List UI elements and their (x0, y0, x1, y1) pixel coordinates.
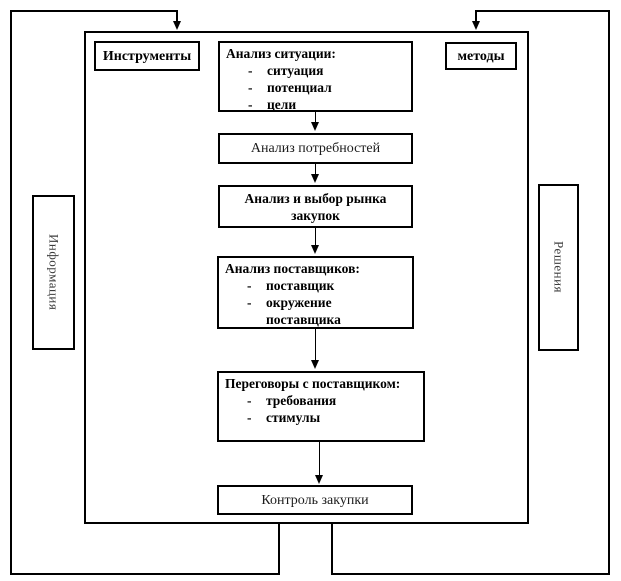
flow-box-title: Анализ ситуации: (226, 46, 336, 61)
decisions-label-box: Решения (538, 184, 579, 351)
bullet-text: требования (266, 393, 337, 408)
bullet-item: - требования (219, 392, 423, 409)
tools-box: Инструменты (94, 41, 200, 71)
entry-arrow-right-head (471, 21, 480, 30)
bullet-item: - поставщик (219, 277, 412, 294)
flow-arrow-5-shaft (318, 442, 320, 476)
bullet-dash: - (247, 295, 252, 310)
flow-box-market-selection: Анализ и выбор рынка закупок (218, 185, 413, 228)
methods-box: методы (445, 42, 517, 70)
bullet-dash: - (248, 80, 253, 95)
flow-arrow-4-head (310, 360, 319, 369)
flow-box-needs-analysis: Анализ потребностей (218, 133, 413, 164)
flow-box-title: Анализ поставщиков: (225, 261, 360, 276)
flow-box-supplier-negotiations: Переговоры с поставщиком: - требования -… (217, 371, 425, 442)
bullet-item: - ситуация (220, 62, 411, 79)
bullet-dash: - (247, 410, 252, 425)
entry-arrow-left-shaft (176, 11, 178, 22)
flow-arrow-3-head (310, 245, 319, 254)
decisions-label: Решения (551, 241, 567, 294)
outlet-channel-right-line (331, 523, 333, 575)
outer-bottom-left-line (10, 573, 279, 575)
bullet-text: стимулы (266, 410, 321, 425)
methods-label: методы (457, 48, 505, 64)
entry-arrow-right-shaft (475, 11, 477, 22)
flow-box-situation-analysis: Анализ ситуации: - ситуация - потенциал … (218, 41, 413, 112)
bullet-item: - окружение поставщика (219, 294, 412, 328)
bullet-dash: - (248, 97, 253, 112)
flow-box-title: Переговоры с поставщиком: (225, 376, 401, 391)
bullet-dash: - (248, 63, 253, 78)
outer-top-left-line (10, 10, 178, 12)
bullet-item: - стимулы (219, 409, 423, 426)
information-label: Информация (46, 234, 62, 311)
flow-arrow-3-shaft (314, 228, 316, 246)
outer-top-right-line (475, 10, 610, 12)
bullet-text: поставщик (266, 278, 335, 293)
outlet-channel-left-line (278, 523, 280, 575)
bullet-dash: - (247, 393, 252, 408)
flow-arrow-1-shaft (314, 112, 316, 123)
flow-box-supplier-analysis: Анализ поставщиков: - поставщик - окруже… (217, 256, 414, 329)
tools-label: Инструменты (102, 48, 192, 64)
bullet-dash: - (247, 278, 252, 293)
bullet-text: ситуация (267, 63, 324, 78)
flow-box-title: Анализ и выбор рынка закупок (244, 190, 387, 223)
outer-right-line (608, 10, 610, 575)
flow-arrow-4-shaft (314, 329, 316, 361)
entry-arrow-left-head (172, 21, 181, 30)
bullet-item: - цели (220, 96, 411, 113)
bullet-text: потенциал (267, 80, 332, 95)
flow-box-title: Анализ потребностей (250, 141, 381, 156)
outer-bottom-right-line (332, 573, 610, 575)
information-label-box: Информация (32, 195, 75, 350)
flow-box-title: Контроль закупки (261, 492, 369, 508)
bullet-item: - потенциал (220, 79, 411, 96)
flow-box-purchase-control: Контроль закупки (217, 485, 413, 515)
outer-left-line (10, 10, 12, 575)
bullet-text: цели (267, 97, 297, 112)
flow-arrow-2-shaft (314, 164, 316, 175)
bullet-text: окружение поставщика (266, 295, 341, 327)
flow-arrow-5-head (314, 475, 323, 484)
flow-arrow-1-head (310, 122, 319, 131)
flow-arrow-2-head (310, 174, 319, 183)
